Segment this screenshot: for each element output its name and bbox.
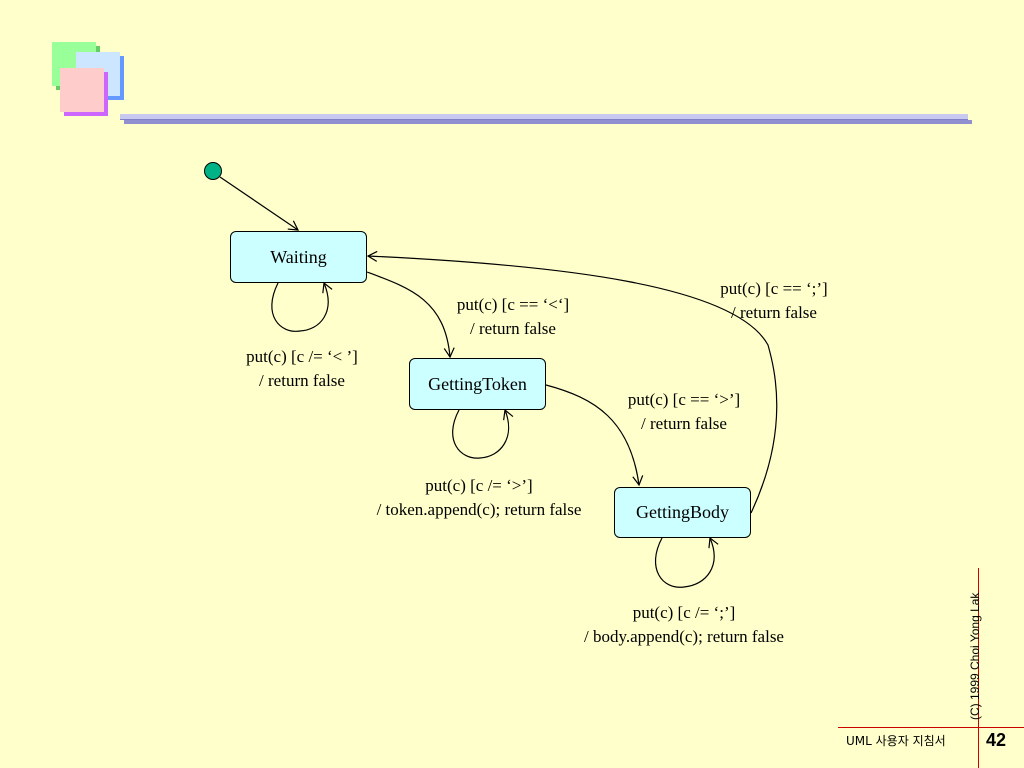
body-self-guard: put(c) [c /= ‘;’] xyxy=(632,603,736,622)
body-to-waiting-guard: put(c) [c == ‘;’] xyxy=(720,279,828,298)
token-self-transition xyxy=(452,408,514,459)
initial-transition xyxy=(219,176,300,231)
initial-state xyxy=(204,162,222,180)
title-underline xyxy=(120,114,972,124)
body-to-waiting-action: / return false xyxy=(731,303,817,322)
body-self-label: put(c) [c /= ‘;’] / body.append(c); retu… xyxy=(559,601,809,649)
body-to-waiting-label: put(c) [c == ‘;’] / return false xyxy=(694,277,854,325)
waiting-to-token-label: put(c) [c == ‘<‘] / return false xyxy=(428,293,598,341)
waiting-self-transition xyxy=(271,281,333,332)
body-to-waiting-transition xyxy=(366,250,778,514)
waiting-to-token-transition xyxy=(366,271,455,359)
footer-title: UML 사용자 지침서 xyxy=(846,734,946,748)
body-self-action: / body.append(c); return false xyxy=(584,627,784,646)
token-to-body-transition xyxy=(545,384,644,487)
logo-square-pink-fill xyxy=(60,68,104,112)
state-waiting: Waiting xyxy=(230,231,367,283)
page-number: 42 xyxy=(986,730,1007,750)
waiting-to-token-guard: put(c) [c == ‘<‘] xyxy=(456,295,570,314)
footer-divider-horizontal xyxy=(838,727,1024,728)
copyright: (C) 1999 Choi Yong Lak xyxy=(968,592,982,720)
state-getting-token: GettingToken xyxy=(409,358,546,410)
token-to-body-action: / return false xyxy=(641,414,727,433)
waiting-self-action: / return false xyxy=(259,371,345,390)
token-to-body-label: put(c) [c == ‘>’] / return false xyxy=(604,388,764,436)
footer-divider-vertical xyxy=(978,568,979,768)
token-self-label: put(c) [c /= ‘>’] / token.append(c); ret… xyxy=(354,474,604,522)
state-getting-body: GettingBody xyxy=(614,487,751,538)
waiting-self-guard: put(c) [c /= ‘< ’] xyxy=(246,347,358,366)
token-self-action: / token.append(c); return false xyxy=(376,500,582,519)
waiting-to-token-action: / return false xyxy=(470,319,556,338)
token-to-body-guard: put(c) [c == ‘>’] xyxy=(627,390,741,409)
token-self-guard: put(c) [c /= ‘>’] xyxy=(425,476,533,495)
waiting-self-label: put(c) [c /= ‘< ’] / return false xyxy=(212,345,392,393)
body-self-transition xyxy=(654,536,719,588)
